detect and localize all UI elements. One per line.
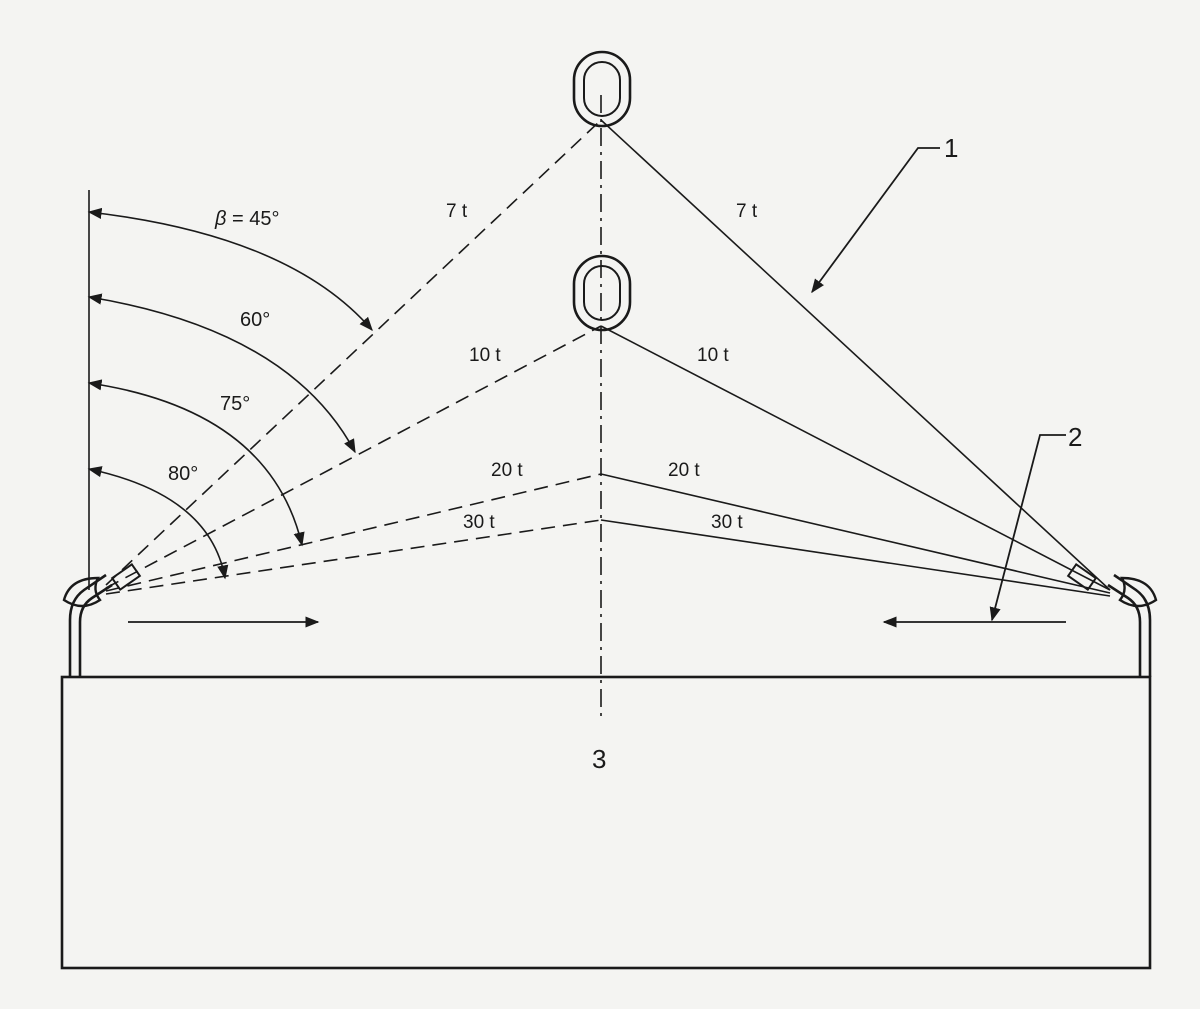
load-7-left-label: 7 t xyxy=(446,201,468,222)
load-30-left-label: 30 t xyxy=(463,512,495,533)
ring-shackle-icon xyxy=(572,254,632,332)
angle-75-label: 75° xyxy=(220,393,250,415)
angle-80-label: 80° xyxy=(168,463,198,485)
right-upright xyxy=(1107,573,1152,677)
callout-2-leader xyxy=(989,434,1066,622)
callout-2-label: 2 xyxy=(1068,422,1082,452)
eye-bolt-icon xyxy=(1066,562,1158,608)
load-20-right-label: 20 t xyxy=(668,460,700,481)
sling-legs-right xyxy=(600,119,1111,597)
load-10-left-label: 10 t xyxy=(469,345,501,366)
load-20-left-label: 20 t xyxy=(491,460,523,481)
callout-1-leader xyxy=(811,147,940,294)
beta-symbol: β xyxy=(214,208,226,230)
angle-60-label: 60° xyxy=(240,309,270,331)
sling-legs-left xyxy=(105,119,602,595)
callout-1-label: 1 xyxy=(944,133,958,163)
angle-arcs xyxy=(87,207,373,580)
callout-3-label: 3 xyxy=(592,744,606,774)
base-body xyxy=(60,675,1152,970)
load-30-right-label: 30 t xyxy=(711,512,743,533)
load-10-right-label: 10 t xyxy=(697,345,729,366)
angle-45-label: = 45° xyxy=(232,208,279,230)
load-7-right-label: 7 t xyxy=(736,201,758,222)
ring-shackle-icon xyxy=(572,50,632,128)
left-upright xyxy=(68,573,113,677)
